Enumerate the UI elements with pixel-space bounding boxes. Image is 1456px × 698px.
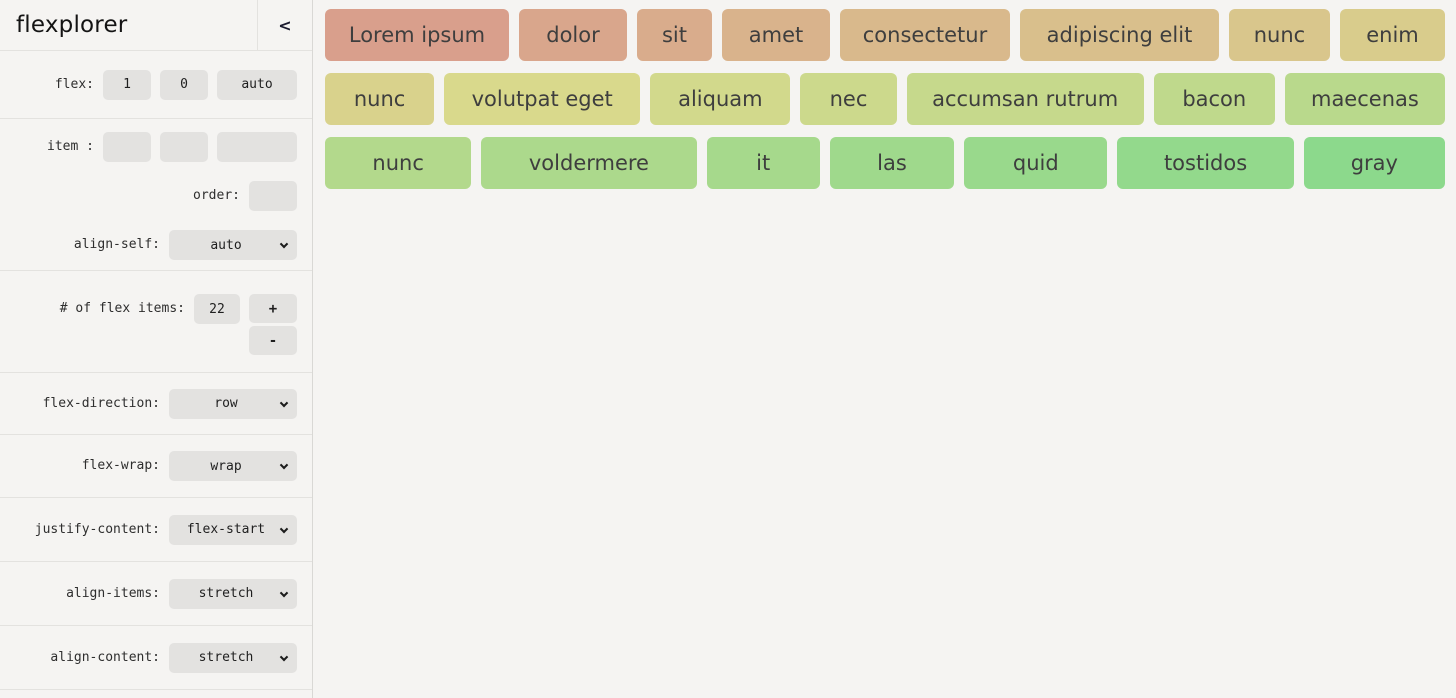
flex-item[interactable]: gray <box>1303 137 1445 189</box>
item-flex-row: item : <box>47 132 297 162</box>
flex-item[interactable]: consectetur <box>840 9 1010 61</box>
item-label: item : <box>47 139 94 154</box>
section-flex-wrap: flex-wrap: wrap <box>0 435 312 498</box>
flex-grow-input[interactable] <box>103 69 151 100</box>
flex-item[interactable]: adipiscing elit <box>1020 9 1219 61</box>
order-label: order: <box>193 188 240 203</box>
order-input[interactable] <box>249 181 297 211</box>
flex-label: flex: <box>54 76 94 92</box>
flex-wrap-value: wrap <box>210 458 242 474</box>
flex-item[interactable]: bacon <box>1153 73 1275 125</box>
flex-item[interactable]: nec <box>800 73 897 125</box>
item-count-input[interactable] <box>194 294 240 324</box>
flex-direction-value: row <box>214 396 238 411</box>
flex-wrap-row: flex-wrap: wrap <box>82 451 297 481</box>
flex-basis-input[interactable] <box>217 69 297 100</box>
item-grow-input[interactable] <box>103 132 151 162</box>
align-items-value: stretch <box>198 586 254 601</box>
section-item: item : order: align-self: auto <box>0 119 312 271</box>
item-count-row: # of flex items: + - <box>60 294 297 355</box>
align-self-row: align-self: auto <box>74 230 297 260</box>
flex-item[interactable]: dolor <box>519 9 627 61</box>
flex-wrap-select[interactable]: wrap <box>169 451 297 481</box>
align-self-value: auto <box>210 237 242 253</box>
flex-item[interactable]: it <box>706 137 820 189</box>
item-shrink-input[interactable] <box>160 132 208 162</box>
item-count-steppers: + - <box>249 294 297 355</box>
chevron-down-icon <box>279 652 289 661</box>
flex-direction-label: flex-direction: <box>42 395 160 411</box>
section-justify-content: justify-content: flex-start <box>0 498 312 562</box>
flex-item[interactable]: Lorem ipsum <box>325 9 509 61</box>
section-align-content: align-content: stretch <box>0 626 312 690</box>
align-items-select[interactable]: stretch <box>169 578 297 609</box>
chevron-down-icon <box>279 239 289 249</box>
flex-item[interactable]: volutpat eget <box>444 73 641 125</box>
flex-item[interactable]: voldermere <box>481 137 697 189</box>
flex-item[interactable]: quid <box>964 137 1108 189</box>
chevron-left-icon: < <box>278 15 292 35</box>
align-self-label: align-self: <box>73 237 160 252</box>
item-count-label: # of flex items: <box>59 301 185 316</box>
flex-item[interactable]: sit <box>637 9 712 61</box>
flex-item[interactable]: enim <box>1340 9 1445 61</box>
chevron-down-icon <box>279 398 289 407</box>
align-content-row: align-content: stretch <box>50 642 297 673</box>
sidebar-spacer <box>0 690 312 698</box>
align-self-select[interactable]: auto <box>169 230 297 260</box>
app-title: flexplorer <box>16 12 128 38</box>
align-content-select[interactable]: stretch <box>169 642 297 673</box>
chevron-down-icon <box>279 524 289 533</box>
add-item-button[interactable]: + <box>249 294 297 323</box>
flex-shorthand-row: flex: <box>54 69 297 100</box>
flex-wrap-label: flex-wrap: <box>81 458 160 473</box>
chevron-down-icon <box>279 460 289 470</box>
flex-item[interactable]: accumsan rutrum <box>906 73 1144 125</box>
section-flex-direction: flex-direction: row <box>0 373 312 435</box>
order-row: order: <box>193 181 297 211</box>
justify-content-value: flex-start <box>186 522 266 537</box>
flex-item[interactable]: tostidos <box>1117 137 1294 189</box>
justify-content-row: justify-content: flex-start <box>34 514 297 545</box>
section-flex: flex: <box>0 51 312 119</box>
flex-item[interactable]: nunc <box>325 73 435 125</box>
section-item-count: # of flex items: + - <box>0 271 312 373</box>
align-items-label: align-items: <box>66 585 160 601</box>
sidebar-header: flexplorer < <box>0 0 312 51</box>
sidebar: flexplorer < flex: item : order: align-s… <box>0 0 313 698</box>
flex-item[interactable]: las <box>829 137 955 189</box>
align-content-label: align-content: <box>50 649 160 665</box>
flex-item[interactable]: maecenas <box>1284 73 1445 125</box>
chevron-down-icon <box>279 588 289 597</box>
flex-item[interactable]: nunc <box>325 137 472 189</box>
flex-item[interactable]: amet <box>722 9 830 61</box>
section-align-items: align-items: stretch <box>0 562 312 626</box>
flex-item[interactable]: nunc <box>1229 9 1330 61</box>
justify-content-select[interactable]: flex-start <box>169 514 297 545</box>
flex-direction-select[interactable]: row <box>169 388 297 419</box>
justify-content-label: justify-content: <box>34 521 160 537</box>
flex-direction-row: flex-direction: row <box>42 388 297 419</box>
align-items-row: align-items: stretch <box>66 578 297 609</box>
remove-item-button[interactable]: - <box>249 326 297 355</box>
flex-shrink-input[interactable] <box>160 69 208 100</box>
align-content-value: stretch <box>198 650 254 665</box>
collapse-sidebar-button[interactable]: < <box>257 0 312 50</box>
flex-item[interactable]: aliquam <box>650 73 791 125</box>
item-basis-input[interactable] <box>217 132 297 162</box>
